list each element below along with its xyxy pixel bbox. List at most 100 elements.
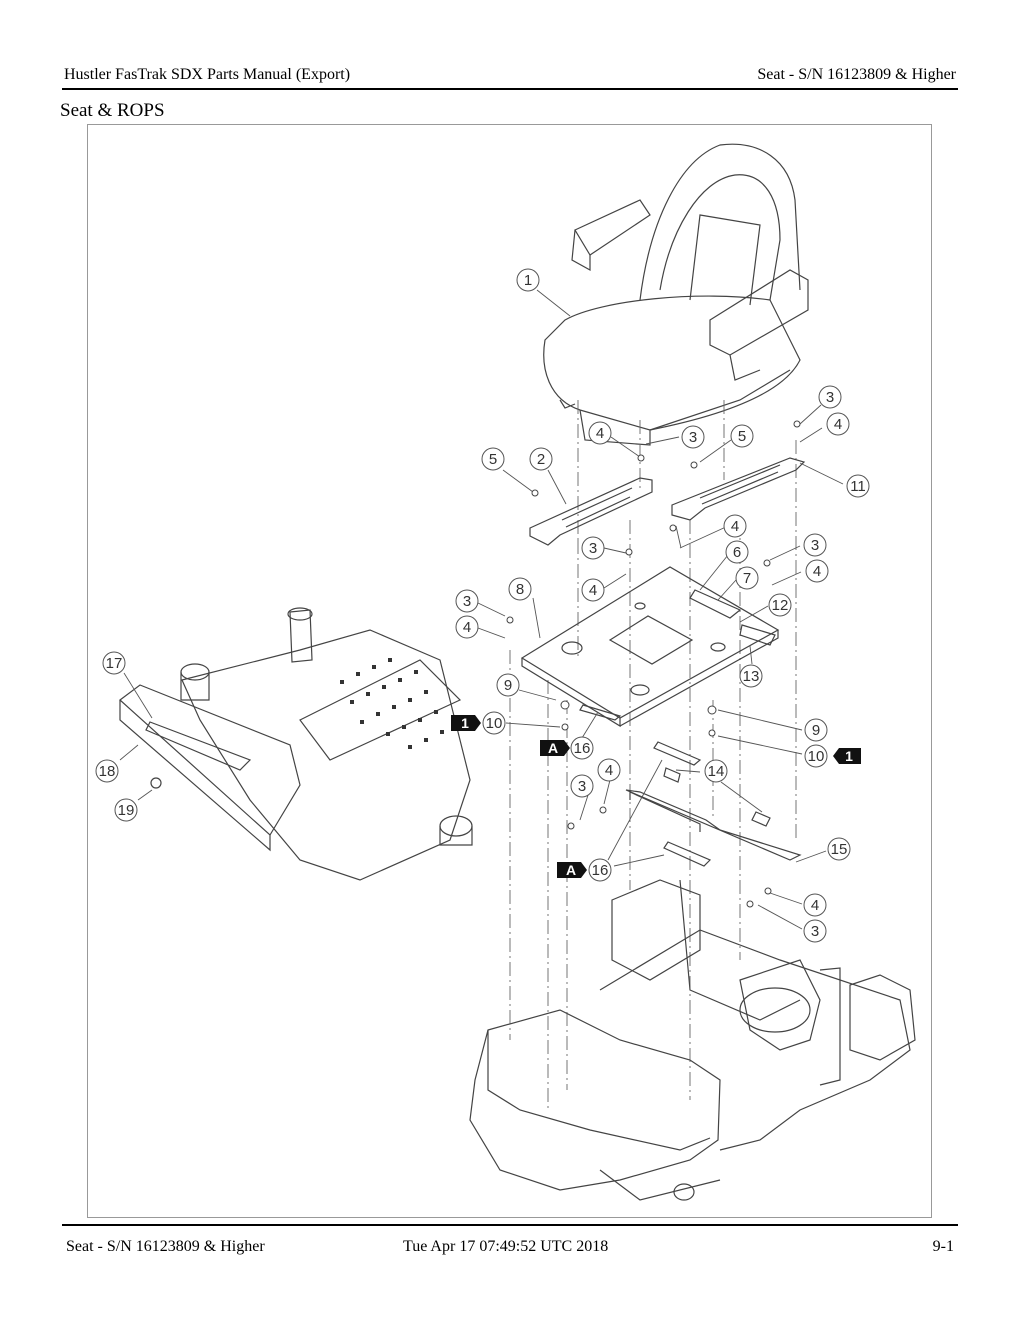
alignment-lines <box>509 400 797 1110</box>
svg-text:4: 4 <box>605 762 613 779</box>
callout-3h: 3 <box>0 0 8 4</box>
footer-section-name: Seat - S/N 16123809 & Higher <box>66 1238 265 1255</box>
header-divider <box>62 88 958 90</box>
callout-18: 18 <box>95 759 119 783</box>
callout-19: 19 <box>114 798 138 822</box>
callout-12: 12 <box>768 593 792 617</box>
callout-3d: 3 <box>803 533 827 557</box>
svg-text:3: 3 <box>811 923 819 940</box>
callout-17: 17 <box>102 651 126 675</box>
svg-text:19: 19 <box>118 802 135 819</box>
callout-13: 13 <box>739 664 763 688</box>
svg-text:14: 14 <box>708 763 725 780</box>
callout-3g: 3 <box>803 919 827 943</box>
callout-3c: 3 <box>581 536 605 560</box>
svg-text:3: 3 <box>811 537 819 554</box>
callout-16: 16 <box>570 736 594 760</box>
svg-text:4: 4 <box>834 416 842 433</box>
callout-4: 4 <box>588 421 612 445</box>
callout-4c: 4 <box>723 514 747 538</box>
svg-text:16: 16 <box>592 862 609 879</box>
callout-10: 10 <box>482 711 506 735</box>
reference-tags: 1 A 1 A <box>451 715 861 878</box>
svg-text:4: 4 <box>731 518 739 535</box>
svg-text:9: 9 <box>504 677 512 694</box>
header-manual-title: Hustler FasTrak SDX Parts Manual (Export… <box>64 66 351 83</box>
svg-text:10: 10 <box>808 748 825 765</box>
callout-3: 3 <box>681 425 705 449</box>
chassis-frame <box>469 879 916 1201</box>
svg-text:9: 9 <box>812 722 820 739</box>
svg-text:16: 16 <box>574 740 591 757</box>
svg-text:13: 13 <box>743 668 760 685</box>
svg-text:3: 3 <box>578 778 586 795</box>
svg-text:12: 12 <box>772 597 789 614</box>
seat-illustration <box>543 143 809 446</box>
svg-text:3: 3 <box>463 593 471 610</box>
console-assembly <box>119 607 473 881</box>
page-number: 9-1 <box>932 1238 954 1255</box>
leader-lines <box>119 289 844 930</box>
callout-9: 9 <box>496 673 520 697</box>
seat-mounting-plate <box>520 566 780 728</box>
svg-text:10: 10 <box>486 715 503 732</box>
svg-text:A: A <box>548 740 558 756</box>
callout-10b: 10 <box>804 744 828 768</box>
svg-text:18: 18 <box>99 763 116 780</box>
callout-9b: 9 <box>804 718 828 742</box>
svg-text:3: 3 <box>826 389 834 406</box>
page-title: Seat & ROPS <box>60 100 165 121</box>
tag-a-16-lower: A <box>557 862 587 878</box>
svg-text:5: 5 <box>738 428 746 445</box>
svg-text:11: 11 <box>850 478 866 495</box>
callout-bubbles: 1 2 3 4 5 3 4 5 3 4 11 3 4 6 7 3 4 12 8 … <box>0 0 870 943</box>
seat-rail-left <box>529 477 653 546</box>
svg-text:1: 1 <box>524 272 532 289</box>
callout-4e: 4 <box>805 559 829 583</box>
callout-3f: 3 <box>570 774 594 798</box>
callout-15: 15 <box>827 837 851 861</box>
callout-4h: 4 <box>803 893 827 917</box>
callout-4g: 4 <box>597 758 621 782</box>
callout-4f: 4 <box>455 615 479 639</box>
tag-1-10-right: 1 <box>833 748 861 764</box>
callout-2: 2 <box>529 447 553 471</box>
svg-text:15: 15 <box>831 841 848 858</box>
diagram-frame <box>87 124 932 1218</box>
svg-text:3: 3 <box>689 429 697 446</box>
svg-text:4: 4 <box>596 425 604 442</box>
svg-text:1: 1 <box>461 715 469 731</box>
callout-16b: 16 <box>588 858 612 882</box>
hardware-bolts <box>506 420 801 908</box>
svg-text:4: 4 <box>813 563 821 580</box>
svg-text:17: 17 <box>106 655 123 672</box>
svg-text:5: 5 <box>489 451 497 468</box>
callout-3b: 3 <box>818 385 842 409</box>
callout-6: 6 <box>725 540 749 564</box>
callout-14: 14 <box>704 759 728 783</box>
console-perforations <box>340 658 444 749</box>
svg-text:8: 8 <box>516 581 524 598</box>
svg-text:4: 4 <box>811 897 819 914</box>
svg-text:4: 4 <box>463 619 471 636</box>
svg-text:1: 1 <box>845 748 853 764</box>
callout-8: 8 <box>508 577 532 601</box>
tag-a-16-upper: A <box>540 740 570 756</box>
footer-timestamp: Tue Apr 17 07:49:52 UTC 2018 <box>403 1238 609 1255</box>
callout-1: 1 <box>516 268 540 292</box>
svg-text:7: 7 <box>743 570 751 587</box>
svg-text:6: 6 <box>733 544 741 561</box>
header-section-name: Seat - S/N 16123809 & Higher <box>757 66 956 83</box>
callout-5: 5 <box>481 447 505 471</box>
svg-text:3: 3 <box>589 540 597 557</box>
seat-rail-right <box>671 457 806 521</box>
callout-5b: 5 <box>730 424 754 448</box>
svg-text:4: 4 <box>589 582 597 599</box>
callout-11: 11 <box>846 474 870 498</box>
callout-3e: 3 <box>455 589 479 613</box>
svg-text:A: A <box>566 862 576 878</box>
tag-1-10-left: 1 <box>451 715 481 731</box>
svg-text:2: 2 <box>537 451 545 468</box>
footer-divider <box>62 1224 958 1226</box>
